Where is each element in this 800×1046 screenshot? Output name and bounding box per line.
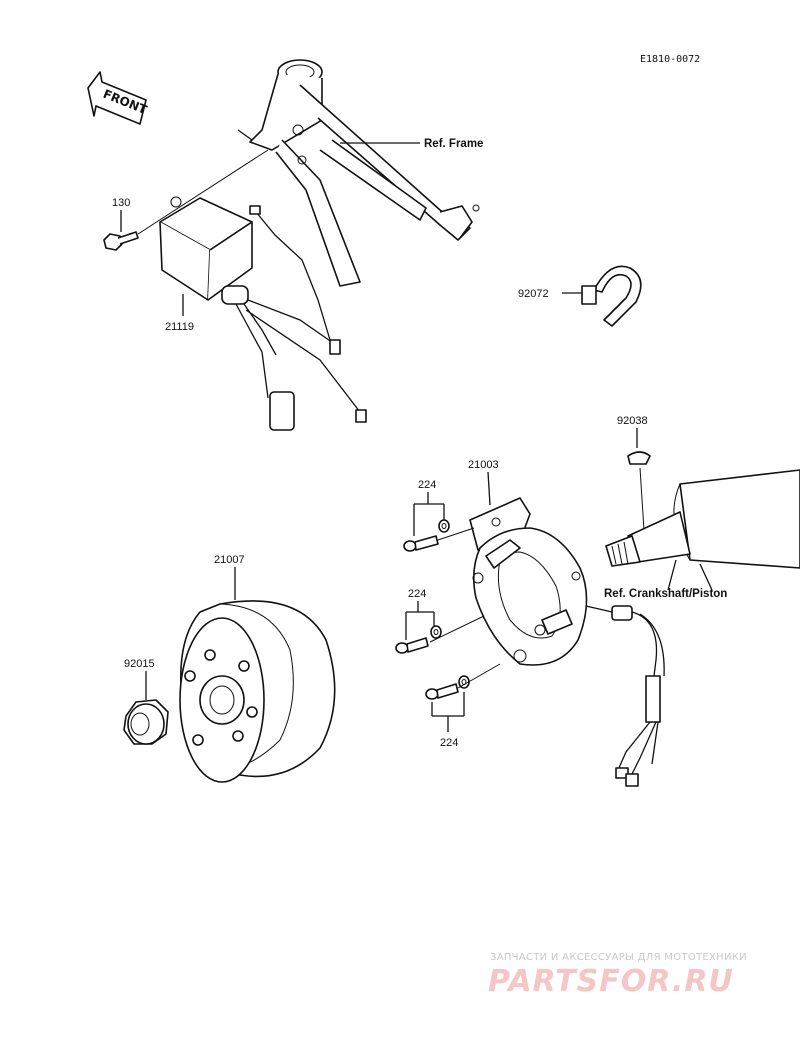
flange-nut-icon	[123, 699, 169, 745]
ref-frame-label: Ref. Frame	[424, 138, 483, 150]
diagram-code: E1810-0072	[640, 54, 700, 65]
front-arrow-icon: FRONT	[87, 71, 150, 125]
part-21007-label: 21007	[214, 554, 245, 566]
crankshaft-drawing	[605, 469, 800, 569]
part-92015-label: 92015	[124, 658, 155, 670]
part-21003-label: 21003	[468, 459, 499, 471]
part-224-top-label: 224	[418, 479, 436, 491]
watermark-logo: PARTSFOR.RU	[488, 964, 734, 999]
part-224-mid-label: 224	[408, 588, 426, 600]
part-224-bottom-label: 224	[440, 737, 458, 749]
part-92072-label: 92072	[518, 288, 549, 300]
part-92038-label: 92038	[617, 415, 648, 427]
rotor-flywheel-drawing	[179, 600, 336, 783]
ref-crankshaft-label: Ref. Crankshaft/Piston	[604, 588, 727, 600]
band-clamp-drawing	[581, 265, 642, 327]
screw-top-icon	[403, 519, 450, 552]
stator-drawing	[469, 497, 665, 787]
bolt-130-icon	[103, 231, 139, 251]
cdi-unit-drawing	[159, 196, 367, 431]
screw-mid-icon	[395, 625, 442, 654]
watermark-tagline: ЗАПЧАСТИ И АКСЕССУАРЫ ДЛЯ МОТОТЕХНИКИ	[490, 952, 747, 963]
screw-bottom-icon	[425, 675, 470, 700]
woodruff-key-icon	[627, 451, 651, 465]
part-130-label: 130	[112, 197, 130, 209]
frame-drawing	[237, 59, 480, 287]
part-21119-label: 21119	[165, 321, 194, 333]
